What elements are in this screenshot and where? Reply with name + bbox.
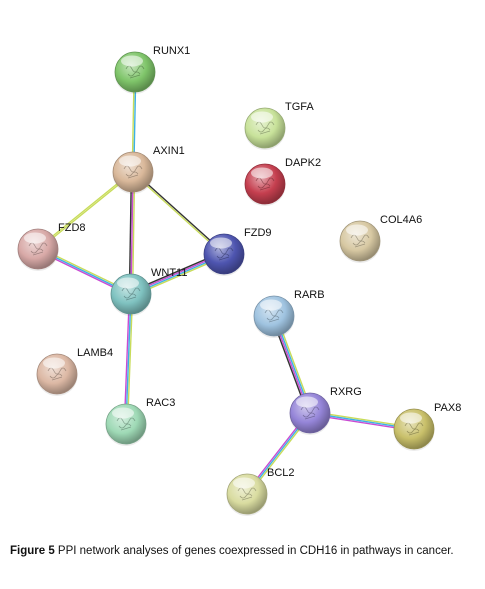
node-highlight [400, 412, 422, 424]
node-label: RAC3 [146, 397, 175, 409]
node-label: DAPK2 [285, 157, 321, 169]
figure-caption-text: PPI network analyses of genes coexpresse… [54, 545, 454, 557]
node-col4a6[interactable]: COL4A6 [339, 214, 423, 263]
node-axin1[interactable]: AXIN1 [112, 145, 185, 194]
node-runx1[interactable]: RUNX1 [114, 45, 191, 94]
figure-caption: Figure 5 PPI network analyses of genes c… [10, 544, 470, 559]
node-label: PAX8 [434, 402, 461, 414]
node-lamb4[interactable]: LAMB4 [36, 347, 114, 396]
node-label: FZD8 [58, 222, 86, 234]
node-highlight [251, 167, 273, 179]
node-label: LAMB4 [77, 347, 113, 359]
node-label: FZD9 [244, 227, 272, 239]
node-label: COL4A6 [380, 214, 422, 226]
node-wnt11[interactable]: WNT11 [110, 267, 188, 316]
edge-line [125, 293, 132, 425]
edge-line [131, 172, 224, 256]
node-tgfa[interactable]: TGFA [244, 101, 315, 150]
node-label: RARB [294, 289, 325, 301]
node-highlight [117, 277, 139, 289]
figure-caption-label: Figure 5 [10, 545, 55, 557]
edge-line [126, 294, 134, 425]
edge-line [123, 293, 131, 424]
node-highlight [251, 111, 273, 123]
node-highlight [233, 477, 255, 489]
node-fzd9[interactable]: FZD9 [203, 227, 272, 276]
node-highlight [24, 232, 46, 244]
node-label: RUNX1 [153, 45, 190, 57]
node-rac3[interactable]: RAC3 [105, 397, 176, 446]
node-label: BCL2 [267, 467, 295, 479]
node-rxrg[interactable]: RXRG [289, 386, 362, 435]
node-label: WNT11 [151, 267, 187, 279]
node-highlight [296, 396, 318, 408]
node-highlight [112, 407, 134, 419]
node-highlight [121, 55, 143, 67]
node-highlight [260, 299, 282, 311]
edge-wnt11-rac3 [123, 293, 134, 425]
node-highlight [346, 224, 368, 236]
edge-line [133, 170, 226, 254]
edge-axin1-fzd9 [131, 170, 226, 256]
node-highlight [210, 237, 232, 249]
node-highlight [119, 155, 141, 167]
node-rarb[interactable]: RARB [253, 289, 325, 338]
node-highlight [43, 357, 65, 369]
node-dapk2[interactable]: DAPK2 [244, 157, 322, 206]
node-pax8[interactable]: PAX8 [393, 402, 462, 451]
node-fzd8[interactable]: FZD8 [17, 222, 86, 271]
node-label: RXRG [330, 386, 362, 398]
node-label: TGFA [285, 101, 314, 113]
node-bcl2[interactable]: BCL2 [226, 467, 295, 516]
node-label: AXIN1 [153, 145, 185, 157]
edges-layer [36, 71, 415, 496]
